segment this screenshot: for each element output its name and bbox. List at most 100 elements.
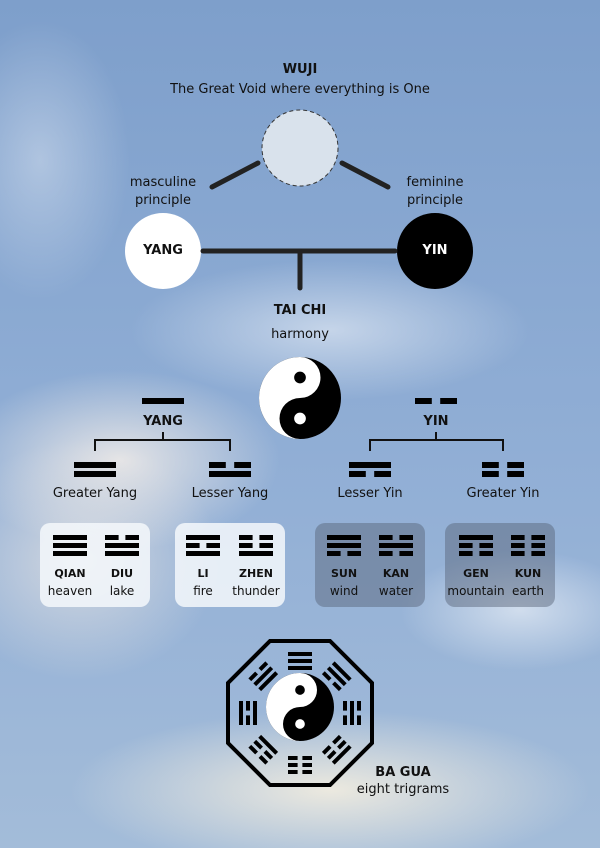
trigram-icon [288,652,312,670]
bigram-icon [482,462,524,477]
solid-line [258,671,279,692]
broken-line [234,462,251,468]
connector-line [339,160,391,190]
broken-line [507,462,524,468]
broken-line [288,756,298,760]
solid-line [74,462,116,468]
trigram-icon [248,734,279,765]
broken-line [357,701,361,711]
broken-line [263,750,274,760]
solid-line [53,551,87,556]
trigram-icon [248,661,279,692]
solid-line [288,652,312,656]
broken-line [326,750,337,760]
broken-line [302,756,312,760]
yang-circle-label: YANG [143,243,183,258]
trigram-meaning: earth [512,584,544,598]
trigram-icon [239,701,257,725]
yin-dot [295,685,305,695]
trigram-name: KAN [382,567,410,580]
bagua-trigram-gen [321,734,352,765]
trigram-meaning: water [378,584,414,598]
yang-line-icon [142,398,184,404]
trigram-icon [321,661,352,692]
solid-line [331,661,352,682]
solid-line [459,535,493,540]
solid-line [53,535,87,540]
solid-line [326,666,347,687]
broken-line [349,471,366,477]
solid-line [105,551,139,556]
broken-line [379,551,393,556]
solid-line [253,666,274,687]
broken-line [482,471,499,477]
solid-line [142,398,184,404]
broken-line [246,701,250,711]
broken-line [511,535,525,540]
connector-line [209,160,261,190]
bigram-icon [349,462,391,477]
yin-circle [397,213,473,289]
yang-circle [125,213,201,289]
broken-line [440,398,457,404]
solid-line [288,666,312,670]
solid-line [331,744,352,765]
broken-line [302,763,312,767]
trigram-icon-kun [511,535,545,556]
bagua-octagon [226,639,374,787]
broken-line [259,543,273,548]
broken-line [531,543,545,548]
feminine-label-2: principle [406,193,464,208]
trigram-name: LI [197,567,209,580]
broken-line [125,535,139,540]
bagua-trigram-li [239,701,257,725]
trigram-name: SUN [330,567,358,580]
broken-line [507,471,524,477]
broken-line [209,462,226,468]
yin-circle-label: YIN [422,243,448,258]
broken-line [332,734,342,745]
yang-dot [295,719,305,729]
bigram-label: Lesser Yang [191,486,269,501]
broken-line [321,745,332,755]
broken-line [206,543,220,548]
yin-bracket [369,432,504,451]
taichi-symbol [259,357,341,439]
trigram-name: DIU [110,567,134,580]
trigram-icon-li [186,535,220,556]
broken-line [288,770,298,774]
broken-line [258,661,269,671]
broken-line [259,535,273,540]
broken-line [248,744,258,755]
solid-line [186,551,220,556]
solid-line [105,543,139,548]
trigram-icon-gen [459,535,493,556]
broken-line [459,551,473,556]
trigram-icon [343,701,361,725]
taichi-subtitle: harmony [271,327,329,342]
broken-line [343,715,347,725]
masculine-label-2: principle [134,193,192,208]
trigram-meaning: fire [193,584,213,598]
trigram-icon-zhen [239,535,273,556]
broken-line [321,671,332,681]
yin-line-icon [415,398,457,404]
bagua-trigram-sun [321,661,352,692]
trigram-icon [321,734,352,765]
broken-line [531,535,545,540]
trigram-icon-kan [379,535,413,556]
broken-line [479,551,493,556]
bigram-label: Greater Yang [52,486,138,501]
broken-line [105,535,119,540]
trigram-icon [288,756,312,774]
broken-line [246,715,250,725]
solid-line [239,701,243,725]
solid-line [327,535,361,540]
broken-line [186,543,200,548]
trigram-icon-qian [53,535,87,556]
wuji-circle [261,109,339,187]
bagua-trigram-qian [288,652,312,670]
broken-line [479,543,493,548]
broken-line [248,671,258,682]
